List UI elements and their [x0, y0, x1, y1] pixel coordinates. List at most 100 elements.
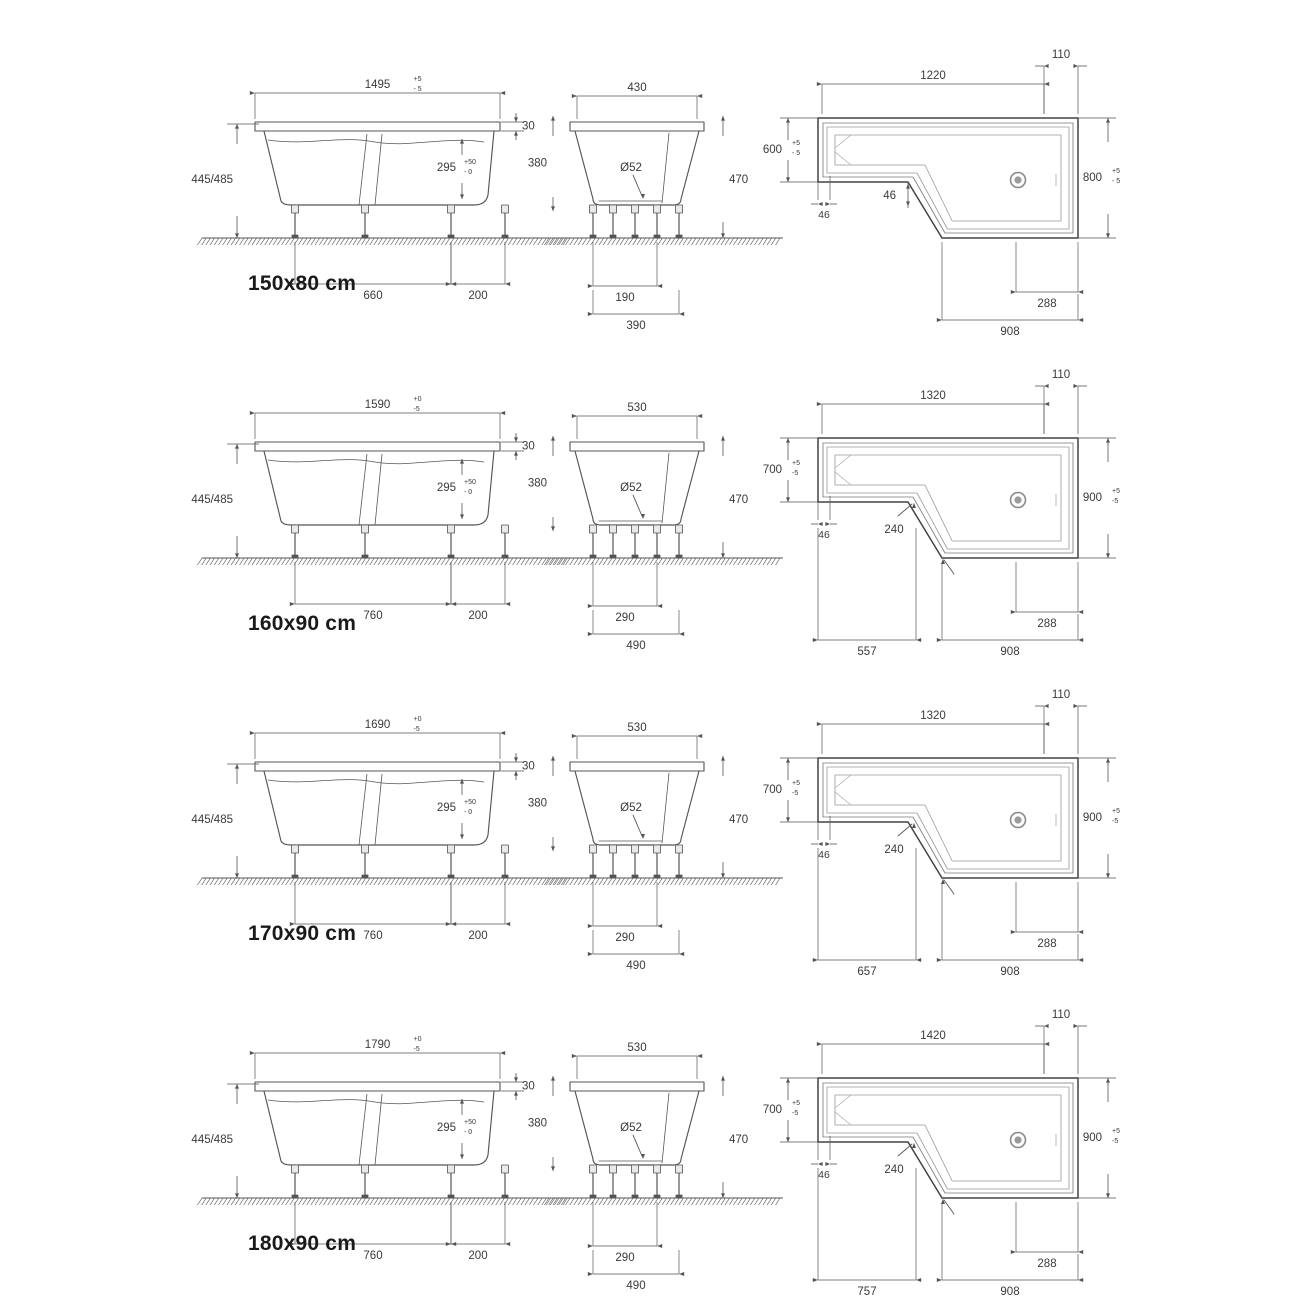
- tolerance-plus: +5: [1112, 1128, 1120, 1135]
- arrow-head: [1078, 610, 1084, 614]
- arrow-head: [235, 124, 239, 129]
- arrow-head: [460, 1099, 464, 1104]
- arrow-head: [916, 638, 922, 642]
- tolerance-minus: - 0: [464, 1129, 472, 1136]
- dimension-label: 46: [818, 1169, 830, 1181]
- rim-thickness-dim: 30: [501, 113, 535, 140]
- plan-wall-thickness-dim: 46: [811, 522, 837, 541]
- plan-bottom-outer-dim: 908: [936, 562, 1084, 658]
- arrow-head: [551, 756, 555, 761]
- arrow-head: [445, 922, 451, 926]
- floor-hatch: [544, 237, 783, 246]
- top-width-dim: 530: [571, 1042, 703, 1079]
- arrow-head: [460, 459, 464, 464]
- plan-right-tolerance: +5- 5: [1112, 168, 1120, 185]
- arrow-head: [1073, 1024, 1078, 1028]
- support-leg: [631, 524, 639, 559]
- dimension-label: 1590: [365, 399, 391, 411]
- tolerance-plus: +5: [1112, 168, 1120, 175]
- overall-length-dim: 1790: [249, 1039, 506, 1079]
- arrow-head: [460, 514, 464, 519]
- arrow-head: [936, 318, 942, 322]
- arrow-head: [1078, 1278, 1084, 1282]
- arrow-head: [1106, 1078, 1110, 1083]
- plan-bottom-outer-dim: 908: [936, 1202, 1084, 1298]
- drain-diameter-label: Ø52: [620, 802, 642, 814]
- drain-plan: [1009, 171, 1057, 189]
- inner-depth-label: 295: [437, 802, 456, 814]
- arrow-head: [721, 756, 725, 761]
- arrow-head: [1078, 318, 1084, 322]
- dimension-label: 190: [615, 292, 634, 304]
- tolerance-plus: +50: [464, 479, 476, 486]
- arrow-head: [818, 1162, 823, 1166]
- plan-right-tolerance: +5-5: [1112, 808, 1120, 825]
- support-leg: [447, 204, 455, 239]
- arrow-head: [1106, 233, 1110, 238]
- floor-hatch: [544, 1197, 783, 1206]
- arrow-head: [587, 312, 593, 316]
- plan-bottom-inner-dim: 288: [1010, 882, 1084, 950]
- dimension-label: 760: [363, 1250, 382, 1262]
- arrow-head: [505, 1242, 511, 1246]
- arrow-head: [587, 284, 593, 288]
- arrow-head: [500, 731, 506, 735]
- arrow-head: [460, 1154, 464, 1159]
- support-leg: [361, 204, 369, 239]
- plan-bottom-outer-label: 908: [1000, 326, 1019, 338]
- plan-left-height-label: 700: [763, 784, 782, 796]
- support-leg: [631, 204, 639, 239]
- leg-span-outer-dim: 490: [587, 610, 685, 652]
- arrow-head: [1106, 118, 1110, 123]
- support-leg: [653, 524, 661, 559]
- plan-right-offset-dim: 110: [1035, 689, 1087, 754]
- arrow-head: [721, 1193, 725, 1198]
- arrow-head: [235, 233, 239, 238]
- arrow-head: [460, 834, 464, 839]
- dimension-label: 1790: [365, 1039, 391, 1051]
- plan-right-offset-dim: 110: [1035, 1009, 1087, 1074]
- arrow-head: [235, 553, 239, 558]
- dimension-label: 490: [626, 640, 645, 652]
- arrow-head: [697, 94, 703, 98]
- plan-bottom-inner-label: 288: [1037, 938, 1056, 950]
- arrow-head: [786, 817, 790, 822]
- plan-bottom-inner-label: 288: [1037, 1258, 1056, 1270]
- tolerance-minus: - 5: [792, 150, 800, 157]
- arrow-head: [1106, 758, 1110, 763]
- plan-right-offset-dim: 110: [1035, 369, 1087, 434]
- support-leg: [501, 1164, 509, 1199]
- plan-bottom-inner-dim: 288: [1010, 1202, 1084, 1270]
- plan-right-offset-label: 110: [1052, 689, 1070, 701]
- tolerance-minus: - 0: [464, 489, 472, 496]
- drain-callout: Ø52: [620, 482, 645, 519]
- arrow-head: [445, 1242, 451, 1246]
- right-height-dim: 470: [721, 436, 748, 558]
- tolerance-plus: +5: [792, 140, 800, 147]
- arrow-head: [551, 1166, 555, 1171]
- drain-diameter-label: Ø52: [620, 1122, 642, 1134]
- tolerance-minus: -5: [1112, 498, 1118, 505]
- arrow-head: [812, 1278, 818, 1282]
- arrow-head: [721, 116, 725, 121]
- drain-plan: [1009, 491, 1057, 509]
- plan-right-offset-label: 110: [1052, 49, 1070, 61]
- arrow-head: [816, 402, 822, 406]
- left-height-dim: 380: [528, 756, 555, 851]
- dimension-label: 290: [615, 932, 634, 944]
- arrow-head: [1078, 958, 1084, 962]
- tolerance-plus: +50: [464, 1119, 476, 1126]
- tolerance-minus: -5: [792, 470, 798, 477]
- dimension-label: 390: [626, 320, 645, 332]
- plan-left-tolerance: +5-5: [792, 780, 800, 797]
- dimension-label: 1690: [365, 719, 391, 731]
- arrow-head: [514, 131, 518, 136]
- support-leg: [631, 1164, 639, 1199]
- arrow-head: [906, 184, 910, 189]
- tolerance-minus: -5: [792, 1110, 798, 1117]
